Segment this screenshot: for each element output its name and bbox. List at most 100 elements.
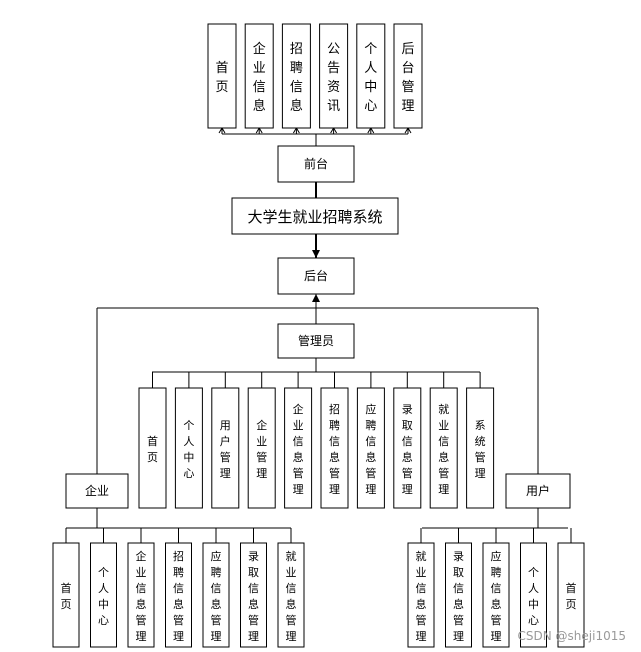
company-box [65, 473, 129, 509]
user-label: 用户 [526, 483, 550, 498]
frontend-item-label: 个人中心 [364, 42, 377, 114]
admin-item-box [466, 387, 495, 509]
admin-item-box [247, 387, 276, 509]
company-item-label: 就业信息管理 [286, 549, 297, 643]
admin-item-label: 录取信息管理 [402, 403, 413, 496]
admin-item-label: 系统管理 [475, 419, 486, 480]
company-item-label: 招聘信息管理 [173, 549, 184, 643]
admin-item: 就业信息管理 [429, 387, 458, 509]
admin-item: 录取信息管理 [393, 387, 422, 509]
company-label: 企业 [85, 483, 109, 498]
user-box [505, 473, 571, 509]
user-item-box [557, 542, 585, 648]
backend-label: 后台 [304, 268, 328, 283]
admin-item-box [174, 387, 203, 509]
frontend-item: 公告资讯 [319, 23, 349, 129]
user-item-box [482, 542, 510, 648]
admin-item-box [284, 387, 313, 509]
user-item: 个人中心 [520, 542, 547, 648]
admin-item: 企业信息管理 [284, 387, 313, 509]
admin-item-box [429, 387, 458, 509]
frontend-item: 企业信息 [244, 23, 274, 129]
frontend-item-box [281, 23, 311, 129]
frontend-item-label: 首页 [215, 61, 228, 95]
admin-item: 企业管理 [247, 387, 276, 509]
admin-item-label: 企业管理 [256, 418, 267, 480]
company-item-label: 个人中心 [98, 566, 109, 627]
company-item-box [240, 542, 267, 648]
arrowhead-up [312, 294, 320, 302]
frontend-item-box [393, 23, 423, 129]
admin-item: 系统管理 [466, 387, 495, 509]
company-item: 企业信息管理 [127, 542, 155, 648]
company-item-label: 录取信息管理 [248, 550, 259, 643]
admin-item-label: 用户管理 [220, 419, 231, 480]
user-item-label: 首页 [566, 581, 577, 611]
system-title: 大学生就业招聘系统 [247, 208, 382, 226]
admin-item-label: 企业信息管理 [293, 402, 304, 496]
admin-item-label: 首页 [147, 434, 158, 464]
admin-item-box [211, 387, 240, 509]
company-item: 就业信息管理 [277, 542, 305, 648]
frontend-item-box [356, 23, 386, 129]
frontend-item-box [207, 23, 237, 129]
admin-item-label: 招聘信息管理 [329, 402, 340, 496]
company-item-box [277, 542, 305, 648]
frontend-item-label: 公告资讯 [327, 42, 340, 114]
frontend-item-box [244, 23, 274, 129]
company-item-box [52, 542, 80, 648]
frontend-item: 招聘信息 [281, 23, 311, 129]
arrowhead-down [312, 250, 320, 258]
user-item: 应聘信息管理 [482, 542, 510, 648]
user-module-group: 就业信息管理 录取信息管理 应聘信息管理 个人中心 首页 [407, 528, 585, 648]
admin-item-box [356, 387, 385, 509]
frontend-item-label: 招聘信息 [290, 42, 303, 114]
frontend-label: 前台 [304, 156, 328, 171]
company-item-label: 企业信息管理 [136, 549, 147, 643]
user-item-box [407, 542, 435, 648]
user-item: 录取信息管理 [445, 542, 472, 648]
company-item-label: 应聘信息管理 [211, 549, 222, 643]
company-item-box [202, 542, 230, 648]
frontend-item-label: 后台管理 [401, 42, 414, 114]
frontend-item-box [319, 23, 349, 129]
user-item-box [445, 542, 472, 648]
admin-label: 管理员 [298, 333, 334, 348]
admin-item-label: 就业信息管理 [438, 402, 449, 496]
frontend-module-group: 首页 企业信息 招聘信息 公告资讯 个人中心 后台管理 [207, 23, 423, 129]
admin-box [277, 323, 355, 359]
watermark: CSDN @sheji1015 [518, 629, 626, 643]
user-item: 首页 [557, 542, 585, 648]
admin-item: 首页 [138, 387, 167, 509]
frontend-item: 首页 [207, 23, 237, 129]
company-item: 首页 [52, 542, 80, 648]
company-item: 招聘信息管理 [165, 542, 192, 648]
user-item-label: 应聘信息管理 [491, 549, 502, 643]
frontend-item: 个人中心 [356, 23, 386, 129]
company-item-box [165, 542, 192, 648]
company-item: 录取信息管理 [240, 542, 267, 648]
admin-item-label: 个人中心 [183, 419, 194, 480]
user-item-label: 就业信息管理 [416, 549, 427, 643]
admin-item: 招聘信息管理 [320, 387, 349, 509]
admin-item: 用户管理 [211, 387, 240, 509]
company-item-box [127, 542, 155, 648]
backend-box [277, 257, 355, 295]
admin-item-box [393, 387, 422, 509]
system-title-box [231, 197, 399, 235]
frontend-item-label: 企业信息 [253, 41, 266, 114]
admin-item-box [138, 387, 167, 509]
user-item-label: 录取信息管理 [453, 550, 464, 643]
frontend-box [277, 145, 355, 183]
admin-item-label: 应聘信息管理 [365, 402, 376, 496]
company-item-box [90, 542, 117, 648]
user-item-label: 个人中心 [528, 566, 539, 627]
user-item: 就业信息管理 [407, 542, 435, 648]
company-module-group: 首页 个人中心 企业信息管理 招聘信息管理 应聘信息管理 录取信息管理 就业信息管理 [52, 528, 305, 648]
company-item-label: 首页 [61, 581, 72, 611]
company-item: 个人中心 [90, 542, 117, 648]
user-item-box [520, 542, 547, 648]
admin-module-group: 首页 个人中心 用户管理 企业管理 企业信息管理 招聘信息管理 应聘信息管理 录取信息管理 就业… [138, 372, 495, 509]
admin-item: 应聘信息管理 [356, 387, 385, 509]
